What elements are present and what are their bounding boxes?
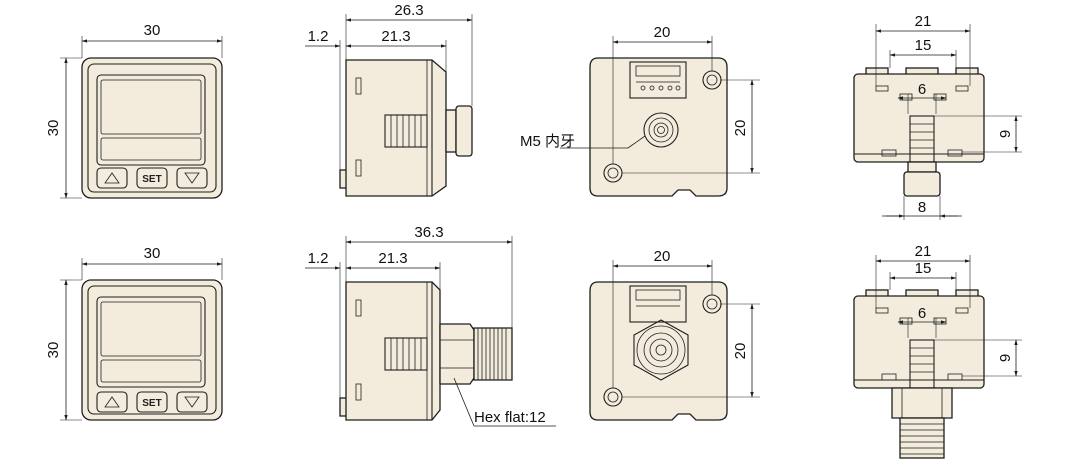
front-height-label: 30 xyxy=(45,120,62,137)
back-height-label: 20 xyxy=(732,343,749,360)
down-button[interactable] xyxy=(176,167,208,189)
front-width-label: 30 xyxy=(144,22,161,39)
back-view-bottom: 20 20 xyxy=(589,248,760,421)
top-port-label: 8 xyxy=(918,199,926,216)
top-height-label: 9 xyxy=(997,354,1014,362)
back-height-label: 20 xyxy=(732,120,749,137)
back-width-label: 20 xyxy=(654,248,671,265)
hex-flat-label: Hex flat:12 xyxy=(474,409,546,426)
front-view-bottom: SET 30 30 xyxy=(45,245,223,421)
up-button[interactable] xyxy=(96,391,128,413)
top-center-label: 6 xyxy=(918,81,926,98)
top-view-bottom: 21 15 6 9 xyxy=(853,243,1022,459)
front-width-label: 30 xyxy=(144,245,161,262)
side-body-label: 21.3 xyxy=(381,28,410,45)
down-button[interactable] xyxy=(176,391,208,413)
front-height-label: 30 xyxy=(45,342,62,359)
set-button[interactable]: SET xyxy=(136,167,168,189)
back-view-top: 20 20 M5 内牙 xyxy=(520,24,760,197)
set-button[interactable]: SET xyxy=(136,391,168,413)
top-inner-label: 15 xyxy=(915,37,932,54)
side-offset-label: 1.2 xyxy=(308,28,329,45)
svg-text:SET: SET xyxy=(142,174,161,185)
top-outer-label: 21 xyxy=(915,243,932,260)
front-view-top: SET 30 30 xyxy=(45,22,223,199)
side-body-label: 21.3 xyxy=(378,250,407,267)
port-thread-label: M5 内牙 xyxy=(520,133,575,150)
up-button[interactable] xyxy=(96,167,128,189)
side-view-bottom: 36.3 21.3 1.2 Hex flat:12 xyxy=(305,224,556,427)
side-offset-label: 1.2 xyxy=(308,250,329,267)
side-total-label: 36.3 xyxy=(414,224,443,241)
top-outer-label: 21 xyxy=(915,13,932,30)
top-center-label: 6 xyxy=(918,305,926,322)
svg-text:SET: SET xyxy=(142,398,161,409)
side-total-label: 26.3 xyxy=(394,2,423,19)
top-height-label: 9 xyxy=(997,130,1014,138)
top-view-top: 21 15 6 9 8 xyxy=(853,13,1022,220)
back-width-label: 20 xyxy=(654,24,671,41)
top-inner-label: 15 xyxy=(915,260,932,277)
side-view-top: 26.3 21.3 1.2 xyxy=(305,2,473,197)
